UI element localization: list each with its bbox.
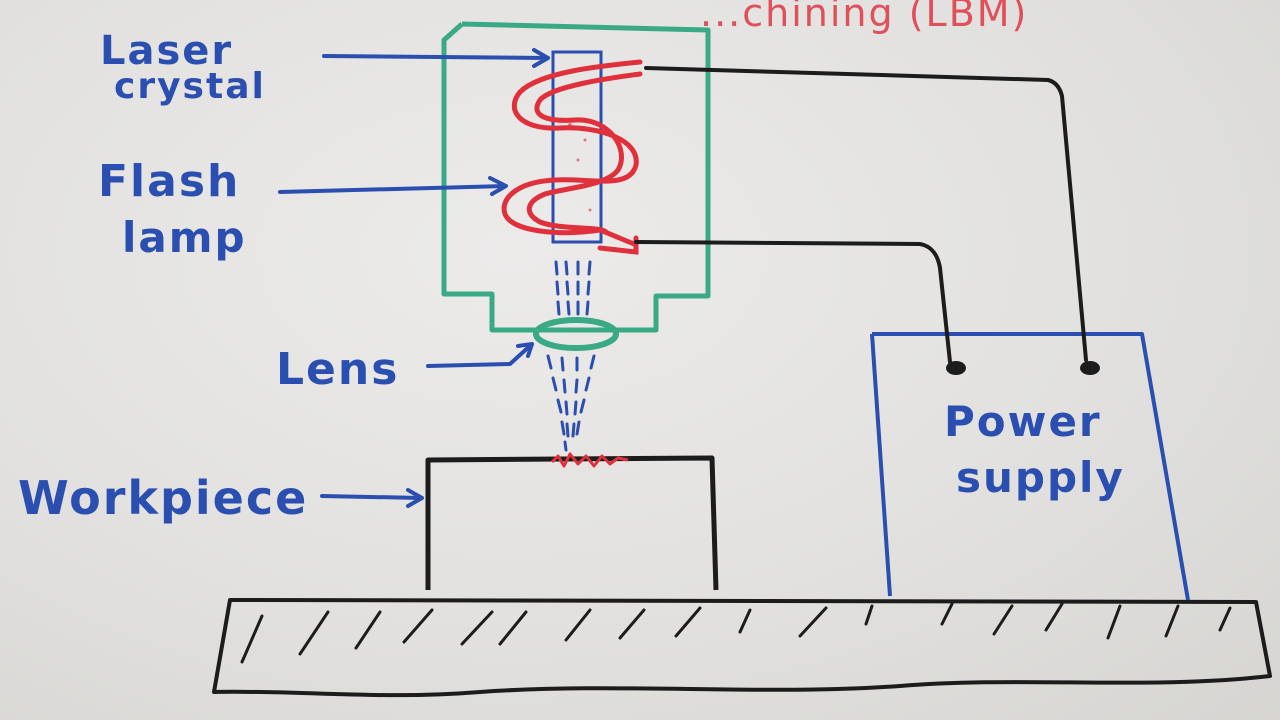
label-flash-lamp-line1: Flash [98, 156, 240, 207]
base-hatching [240, 602, 1232, 664]
laser-beam-focused [546, 354, 596, 452]
label-lens: Lens [276, 344, 399, 395]
label-laser-crystal-line1: Laser [100, 28, 233, 74]
power-wires [634, 66, 1088, 364]
label-arrows [278, 48, 550, 508]
arrow-workpiece [320, 488, 424, 508]
label-power-supply-line2: supply [956, 453, 1125, 502]
label-flash-lamp-line2: lamp [122, 213, 247, 262]
machine-base [212, 598, 1272, 698]
title-fragment: ...chining (LBM) [700, 0, 1028, 35]
laser-crystal [551, 50, 603, 244]
arrow-laser-crystal [322, 48, 550, 68]
arrow-flash-lamp [278, 176, 508, 196]
cutting-zone [550, 452, 629, 468]
wire-terminals [946, 361, 1100, 375]
flash-lamp-coil [501, 59, 643, 255]
laser-housing [441, 21, 711, 333]
label-power-supply-line1: Power [944, 397, 1102, 446]
label-workpiece: Workpiece [18, 471, 308, 525]
workpiece [425, 455, 719, 591]
laser-beam-upper [554, 260, 592, 316]
lens [533, 317, 619, 351]
power-supply-box [870, 332, 1190, 601]
label-laser-crystal-line2: crystal [114, 66, 266, 107]
arrow-lens [426, 342, 534, 368]
